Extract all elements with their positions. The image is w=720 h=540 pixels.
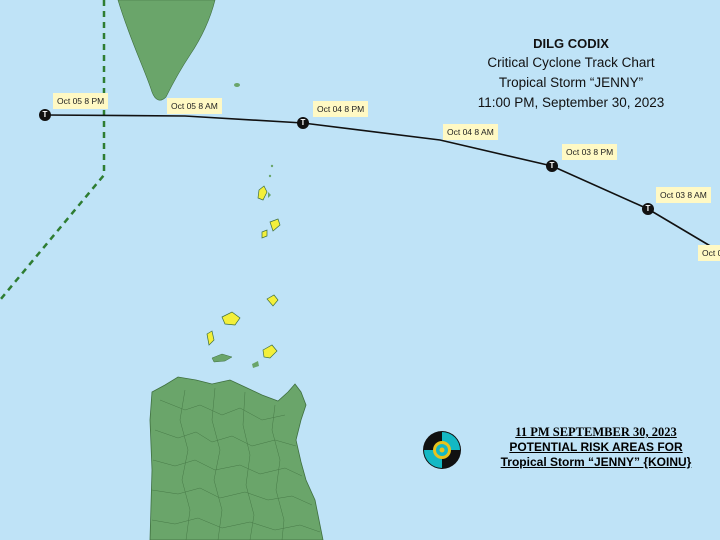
dilg-logo	[423, 431, 461, 469]
footer-text: 11 PM SEPTEMBER 30, 2023 POTENTIAL RISK …	[472, 425, 720, 470]
chart-title-block: DILG CODIX Critical Cyclone Track Chart …	[460, 34, 682, 113]
footer-risk-line2: Tropical Storm “JENNY” {KOINU}	[500, 455, 692, 469]
chart-name: Critical Cyclone Track Chart	[487, 55, 655, 70]
islet	[211, 353, 233, 363]
cyclone-track-line	[44, 114, 713, 248]
risk-island	[268, 192, 271, 198]
track-time-label: Oct 04 8 PM	[313, 101, 369, 117]
tropical-storm-marker-icon: T	[642, 203, 654, 215]
municipal-boundaries	[151, 387, 321, 540]
track-time-label: Oct 0	[698, 245, 720, 261]
islet	[252, 361, 259, 368]
issue-timestamp: 11:00 PM, September 30, 2023	[477, 95, 665, 110]
tropical-storm-marker-icon: T	[546, 160, 558, 172]
track-time-label: Oct 05 8 AM	[167, 98, 222, 114]
risk-island	[269, 218, 281, 232]
footer-date: 11 PM SEPTEMBER 30, 2023	[515, 425, 677, 439]
risk-island	[266, 294, 279, 307]
track-time-label: Oct 03 8 PM	[562, 144, 618, 160]
risk-island	[262, 344, 278, 359]
islet	[268, 174, 272, 178]
footer-risk-line1: POTENTIAL RISK AREAS FOR	[509, 440, 683, 454]
track-time-label: Oct 05 8 PM	[53, 93, 109, 109]
org-name: DILG CODIX	[533, 36, 609, 51]
risk-island	[257, 185, 268, 201]
luzon-landmass	[149, 376, 324, 540]
risk-island	[206, 330, 215, 346]
track-time-label: Oct 04 8 AM	[443, 124, 498, 140]
par-boundary-line	[0, 0, 106, 301]
islet	[270, 164, 274, 168]
storm-name: Tropical Storm “JENNY”	[498, 75, 644, 90]
islet	[234, 83, 240, 87]
taiwan-landmass	[117, 0, 216, 101]
risk-island	[261, 229, 268, 239]
track-time-label: Oct 03 8 AM	[656, 187, 711, 203]
risk-island	[221, 311, 241, 326]
footer-block: 11 PM SEPTEMBER 30, 2023 POTENTIAL RISK …	[420, 425, 720, 475]
tropical-storm-marker-icon: T	[297, 117, 309, 129]
tropical-storm-marker-icon: T	[39, 109, 51, 121]
